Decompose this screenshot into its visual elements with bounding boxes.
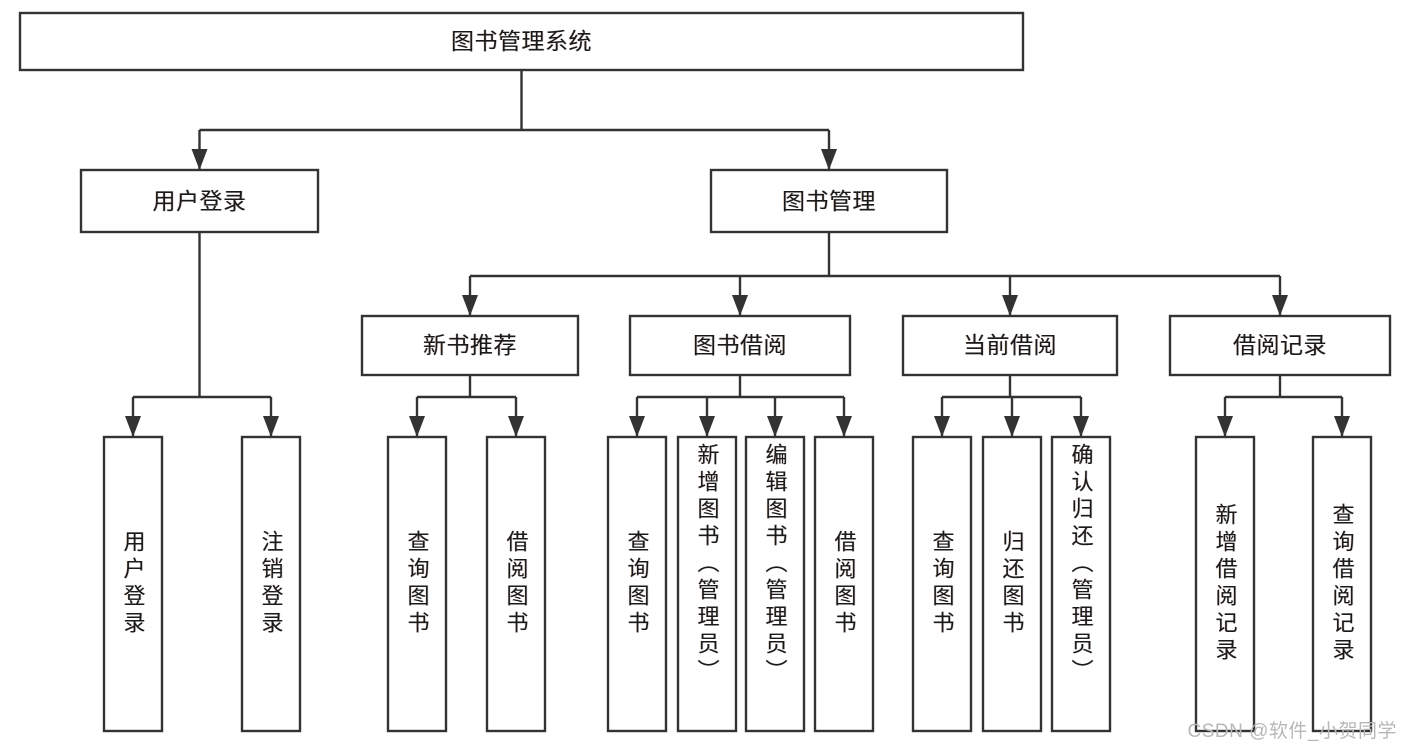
node-box-root[interactable] bbox=[18, 11, 1025, 72]
arrow-head-leaf-query-book-3 bbox=[934, 416, 950, 437]
arrow-head-current bbox=[1002, 295, 1018, 316]
arrow-head-leaf-user-logout bbox=[263, 416, 279, 437]
arrow-head-leaf-user-login bbox=[125, 416, 141, 437]
node-box-leaf-add-record[interactable] bbox=[1194, 435, 1256, 733]
node-leaf-query-record[interactable] bbox=[1313, 437, 1371, 731]
node-leaf-return-book[interactable] bbox=[983, 437, 1041, 731]
node-box-leaf-add-book[interactable] bbox=[676, 435, 738, 733]
node-box-leaf-confirm-return[interactable] bbox=[1050, 435, 1112, 733]
node-box-leaf-edit-book[interactable] bbox=[744, 435, 806, 733]
box-layer bbox=[18, 11, 1392, 733]
node-box-leaf-query-record[interactable] bbox=[1311, 435, 1373, 733]
node-leaf-add-record[interactable] bbox=[1196, 437, 1254, 731]
connector-layer bbox=[125, 70, 1350, 437]
node-leaf-query-book-1[interactable] bbox=[388, 437, 446, 731]
arrow-head-leaf-edit-book bbox=[767, 416, 783, 437]
node-box-leaf-user-logout[interactable] bbox=[240, 435, 302, 733]
node-leaf-query-book-3[interactable] bbox=[913, 437, 971, 731]
arrow-head-borrow bbox=[732, 295, 748, 316]
node-box-leaf-query-book-3[interactable] bbox=[911, 435, 973, 733]
node-box-newbook[interactable] bbox=[360, 314, 580, 377]
arrow-head-leaf-return-book bbox=[1004, 416, 1020, 437]
node-box-bookmgmt[interactable] bbox=[709, 168, 949, 234]
arrow-head-leaf-query-book-1 bbox=[409, 416, 425, 437]
arrow-head-leaf-borrow-book-2 bbox=[836, 416, 852, 437]
node-current[interactable] bbox=[903, 316, 1117, 375]
arrow-head-newbook bbox=[462, 295, 478, 316]
node-login[interactable] bbox=[81, 170, 318, 232]
node-leaf-user-logout[interactable] bbox=[242, 437, 300, 731]
node-box-leaf-user-login[interactable] bbox=[102, 435, 164, 733]
arrow-head-bookmgmt bbox=[821, 149, 837, 170]
node-leaf-borrow-book-2[interactable] bbox=[815, 437, 873, 731]
node-box-leaf-return-book[interactable] bbox=[981, 435, 1043, 733]
arrow-head-login bbox=[191, 149, 208, 170]
node-box-leaf-borrow-book-2[interactable] bbox=[813, 435, 875, 733]
node-box-login[interactable] bbox=[79, 168, 320, 234]
node-box-leaf-borrow-book-1[interactable] bbox=[485, 435, 547, 733]
node-box-current[interactable] bbox=[901, 314, 1119, 377]
node-box-record[interactable] bbox=[1168, 314, 1392, 377]
arrow-head-leaf-add-book bbox=[699, 416, 715, 437]
arrow-head-leaf-query-book-2 bbox=[629, 416, 645, 437]
node-leaf-user-login[interactable] bbox=[104, 437, 162, 731]
node-leaf-edit-book[interactable] bbox=[746, 437, 804, 731]
watermark-text: CSDN @软件_小贺同学 bbox=[1187, 721, 1397, 742]
node-box-borrow[interactable] bbox=[628, 314, 852, 377]
node-newbook[interactable] bbox=[362, 316, 578, 375]
node-record[interactable] bbox=[1170, 316, 1390, 375]
node-bookmgmt[interactable] bbox=[711, 170, 947, 232]
arrow-head-leaf-add-record bbox=[1217, 416, 1233, 437]
node-box-leaf-query-book-1[interactable] bbox=[386, 435, 448, 733]
node-leaf-add-book[interactable] bbox=[678, 437, 736, 731]
node-borrow[interactable] bbox=[630, 316, 850, 375]
arrow-head-leaf-borrow-book-1 bbox=[508, 416, 524, 437]
node-leaf-borrow-book-1[interactable] bbox=[487, 437, 545, 731]
arrow-head-leaf-confirm-return bbox=[1073, 416, 1089, 437]
arrow-head-record bbox=[1272, 295, 1288, 316]
node-box-leaf-query-book-2[interactable] bbox=[606, 435, 668, 733]
node-leaf-confirm-return[interactable] bbox=[1052, 437, 1110, 731]
arrow-head-leaf-query-record bbox=[1334, 416, 1350, 437]
node-root[interactable] bbox=[20, 13, 1023, 70]
node-leaf-query-book-2[interactable] bbox=[608, 437, 666, 731]
